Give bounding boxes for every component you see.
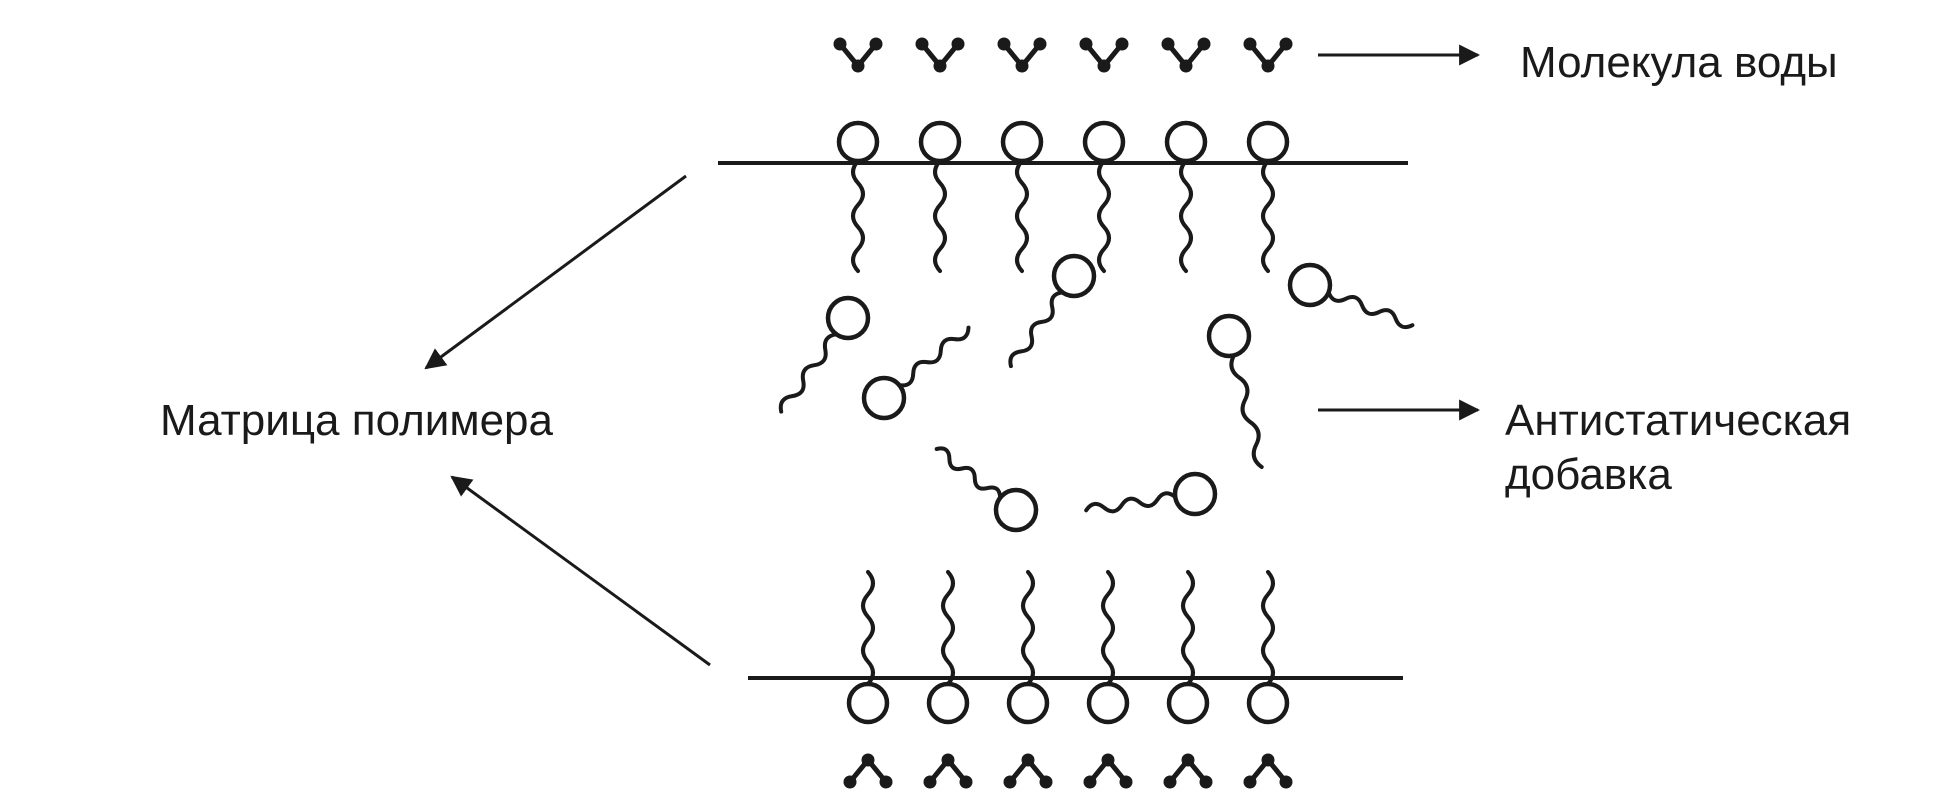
surface-additive [1082,120,1126,273]
water-molecule-icon [915,37,965,73]
additive-tail [778,332,839,414]
additive-head [1287,262,1333,308]
water-molecule-icon [923,753,973,789]
water-molecule-icon [1003,753,1053,789]
additive-head [1000,120,1044,164]
additive-tail [934,446,1003,500]
additive-tail [933,159,947,273]
water-molecule-icon [843,753,893,789]
additive-head [1206,313,1252,359]
additive-tail [1097,159,1111,273]
additive-head [861,375,907,421]
additive-head [993,487,1039,533]
additive-tail [1261,159,1275,273]
additive-head [1164,120,1208,164]
water-molecule-icon [1161,37,1211,73]
additive-head [1166,681,1210,725]
surface-additive [1000,120,1044,273]
surface-additive [1086,570,1130,725]
free-additive [934,446,1039,533]
free-additive-molecules [778,253,1415,533]
additive-head [836,120,880,164]
surface-additive [1166,570,1210,725]
antistatic-additive-label-line2: добавка [1505,450,1672,499]
bottom-surface-additives [846,570,1290,725]
additive-tail [1179,159,1193,273]
free-additive [1287,262,1415,330]
additive-head [1051,253,1097,299]
additive-tail [1229,353,1264,469]
additive-head [1246,681,1290,725]
additive-head [1086,681,1130,725]
free-additive [1008,253,1097,369]
additive-tail [851,159,865,273]
surface-additive [1246,120,1290,273]
water-molecule-icon [1079,37,1129,73]
water-molecule-icon [1243,37,1293,73]
additive-head [846,681,890,725]
surface-additive [926,570,970,725]
additive-tail [861,570,875,686]
water-molecule-icon [833,37,883,73]
additive-tail [1326,290,1415,330]
surface-additive [846,570,890,725]
surface-additive [1246,570,1290,725]
additive-tail [1015,159,1029,273]
water-molecule-icon [1083,753,1133,789]
matrix-arrow-lower [450,475,711,667]
additive-tail [1084,491,1178,514]
matrix-arrow-upper [424,174,687,370]
surface-additive [836,120,880,273]
water-molecule-icon [1163,753,1213,789]
top-water-molecules [833,37,1293,73]
surface-additive [1164,120,1208,273]
water-molecule-label: Молекула воды [1520,38,1838,87]
additive-head [926,681,970,725]
water-molecule-icon [1243,753,1293,789]
additive-tail [897,325,971,388]
bottom-water-molecules [843,753,1293,789]
additive-head [1172,471,1218,517]
top-surface-additives [836,120,1290,273]
free-additive [1084,471,1218,517]
additive-tail [1101,570,1115,686]
free-additive [861,325,971,421]
additive-head [1082,120,1126,164]
additive-head [825,295,871,341]
free-additive [1206,313,1264,469]
surface-additive [1006,570,1050,725]
free-additive [778,295,871,414]
additive-tail [1181,570,1195,686]
additive-head [1246,120,1290,164]
additive-tail [941,570,955,686]
water-molecule-icon [997,37,1047,73]
polymer-matrix-label: Матрица полимера [160,396,553,445]
additive-head [918,120,962,164]
additive-tail [1021,570,1035,686]
additive-head [1006,681,1050,725]
additive-tail [1261,570,1275,686]
antistatic-additive-label-line1: Антистатическая [1505,396,1852,445]
surface-additive [918,120,962,273]
additive-tail [1008,290,1065,369]
antistatic-additive-label: Антистатическая добавка [1505,394,1851,502]
